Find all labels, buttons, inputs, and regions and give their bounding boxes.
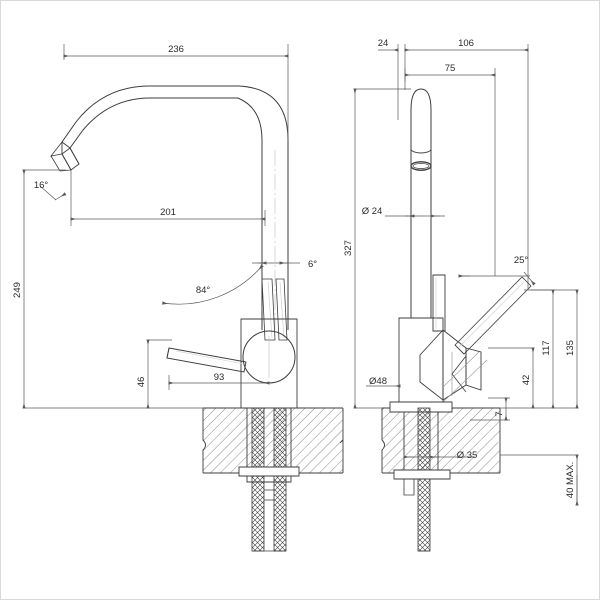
aerator-ring-lower bbox=[410, 161, 432, 171]
threaded-shank-left bbox=[251, 407, 265, 474]
label-75: 75 bbox=[445, 63, 456, 74]
cartridge-stem-side-2 bbox=[275, 278, 288, 341]
lever-stem-vertical bbox=[432, 274, 446, 332]
label-7: 7 bbox=[494, 411, 505, 416]
aerator-sides bbox=[61, 142, 80, 165]
front-elevation-view bbox=[381, 88, 532, 552]
label-d48: Ø48 bbox=[369, 376, 387, 387]
fixing-nut-side bbox=[238, 466, 300, 477]
supply-hose-front bbox=[417, 478, 431, 552]
lever-tilted-base bbox=[454, 344, 465, 355]
base-flange-front bbox=[389, 401, 453, 413]
fixing-stud-front bbox=[403, 479, 415, 496]
dim-25deg-leader bbox=[523, 271, 536, 286]
fixing-nut-front bbox=[393, 469, 451, 480]
lever-handle-end bbox=[166, 347, 170, 359]
shank-walls-side bbox=[246, 408, 292, 473]
front-view-dimensions bbox=[353, 44, 579, 506]
body-block-side bbox=[240, 318, 298, 409]
spout-tip-face bbox=[61, 141, 71, 149]
aerator-bottom-edge bbox=[61, 153, 72, 171]
label-327: 327 bbox=[343, 240, 354, 256]
label-135: 135 bbox=[565, 340, 576, 356]
arc-84deg bbox=[162, 264, 264, 305]
label-16deg: 16° bbox=[34, 180, 49, 191]
spout-outer-profile bbox=[69, 97, 263, 330]
spout-tube-front bbox=[410, 88, 432, 319]
side-view-dimensions bbox=[22, 44, 300, 409]
worktop-section-side bbox=[202, 407, 344, 474]
fixing-nut-lower-side bbox=[246, 476, 292, 483]
label-117: 117 bbox=[541, 340, 552, 355]
label-40max: 40 MAX. bbox=[565, 462, 576, 498]
label-201: 201 bbox=[160, 207, 176, 218]
hose-collar-side bbox=[264, 489, 274, 501]
threaded-shank-front bbox=[417, 407, 431, 474]
lever-highlight-side bbox=[175, 350, 245, 365]
spout-inner-profile bbox=[61, 85, 289, 330]
label-84deg: 84° bbox=[196, 285, 211, 296]
aerator-ring-upper bbox=[410, 148, 432, 154]
side-elevation-view bbox=[50, 85, 344, 552]
label-106: 106 bbox=[458, 38, 474, 49]
supply-hose-left bbox=[251, 475, 265, 552]
cartridge-stem-side bbox=[261, 278, 276, 341]
label-d35: Ø 35 bbox=[457, 450, 478, 461]
valve-body-side-face bbox=[465, 347, 482, 391]
label-46: 46 bbox=[136, 377, 147, 388]
shank-walls-front bbox=[403, 412, 439, 473]
label-d24: Ø 24 bbox=[362, 206, 383, 217]
cartridge-stem-hint bbox=[267, 281, 285, 339]
worktop-section-front bbox=[381, 407, 501, 474]
valve-body-notch bbox=[451, 355, 467, 393]
leader-16deg bbox=[54, 192, 67, 201]
label-93: 93 bbox=[214, 372, 225, 383]
valve-body-projection-lines bbox=[442, 351, 488, 403]
lever-tilted-highlight bbox=[458, 281, 525, 348]
label-24: 24 bbox=[378, 38, 389, 49]
aerator-ring-inner bbox=[412, 163, 430, 169]
label-249: 249 bbox=[12, 282, 23, 298]
label-6deg: 6° bbox=[308, 259, 317, 270]
label-236: 236 bbox=[168, 44, 184, 55]
threaded-shank-right bbox=[273, 407, 287, 474]
label-42: 42 bbox=[521, 375, 532, 386]
label-25deg: 25° bbox=[514, 255, 529, 266]
leader-16deg-tail bbox=[39, 185, 57, 201]
dimension-labels: 236 201 249 16° 84° 6° 46 93 24 106 75 3… bbox=[12, 38, 576, 498]
supply-hose-right bbox=[273, 475, 287, 552]
aerator-outline-lower bbox=[50, 155, 72, 172]
